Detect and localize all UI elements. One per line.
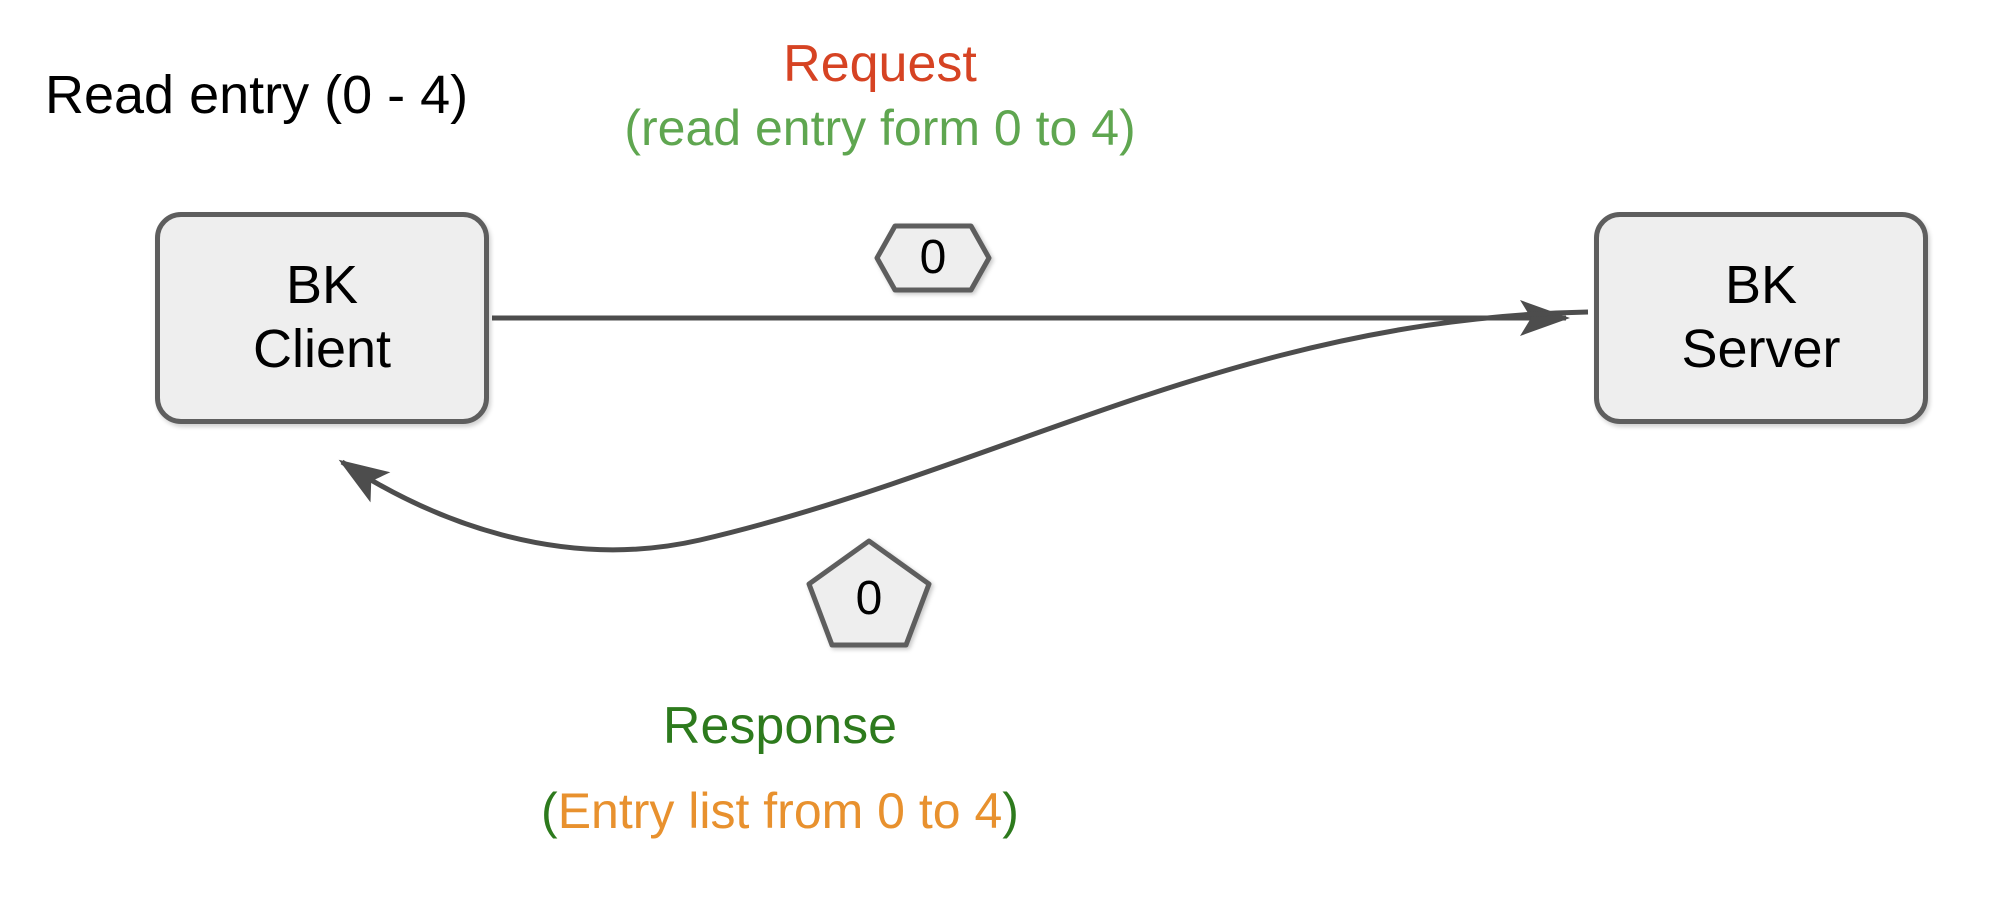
read-entry-caption: Read entry (0 - 4) [45, 65, 469, 125]
node-bk-client-line2: Client [252, 319, 392, 379]
response-detail-inner: Entry list from 0 to 4 [557, 783, 1003, 839]
node-bk-server-line1: BK [1724, 255, 1798, 316]
response-detail-label: (Entry list from 0 to 4) [0, 786, 1560, 836]
request-title-label: Request [783, 35, 977, 93]
node-bk-client-line1: BK [285, 255, 359, 316]
pentagon-icon [806, 538, 932, 648]
node-bk-client[interactable]: BK Client [155, 212, 489, 424]
request-detail-label: (read entry form 0 to 4) [624, 100, 1136, 156]
response-title-label: Response [662, 697, 898, 755]
response-detail-open-paren: ( [541, 783, 558, 839]
response-sequence-number: 0 [855, 572, 883, 625]
response-detail-close-paren: ) [1002, 783, 1019, 839]
response-arrow [338, 309, 1589, 553]
request-sequence-badge: 0 [873, 222, 993, 294]
response-sequence-badge: 0 [805, 537, 933, 649]
hexagon-icon [874, 223, 992, 293]
node-bk-server[interactable]: BK Server [1594, 212, 1928, 424]
node-bk-server-line2: Server [1681, 319, 1841, 379]
request-sequence-number: 0 [919, 231, 947, 284]
